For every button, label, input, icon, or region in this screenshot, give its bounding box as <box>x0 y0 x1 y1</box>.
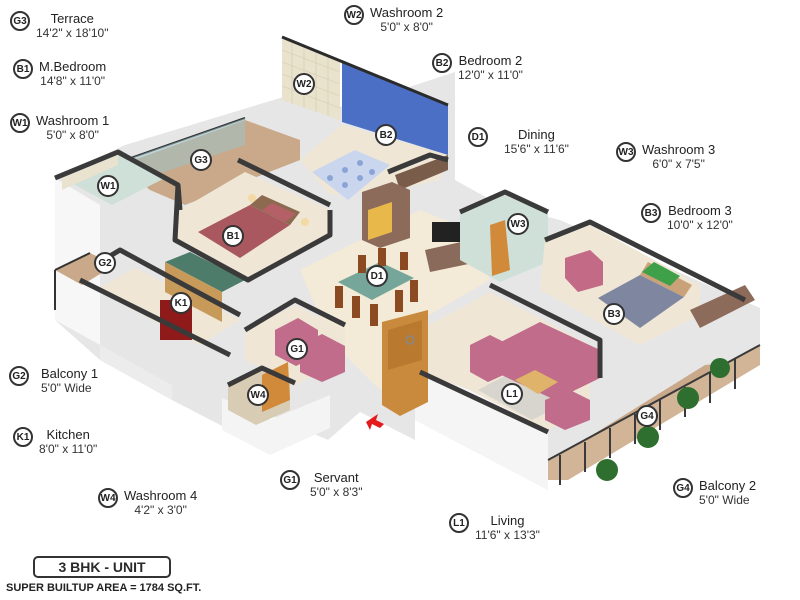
legend-badge: W2 <box>344 5 364 25</box>
legend-badge: B2 <box>432 53 452 73</box>
room-name: Terrace <box>50 11 94 26</box>
room-size: 5'0" x 8'0" <box>46 128 99 142</box>
legend-badge: B1 <box>13 59 33 79</box>
potted-plants <box>596 358 730 481</box>
room-size: 5'0" x 8'0" <box>380 20 433 34</box>
room-name: M.Bedroom <box>39 59 107 74</box>
marker-g3: G3 <box>190 149 212 171</box>
room-name: Balcony 2 <box>699 478 757 493</box>
marker-w4: W4 <box>247 384 269 406</box>
room-size: 6'0" x 7'5" <box>652 157 705 171</box>
room-size: 15'6" x 11'6" <box>504 142 569 156</box>
room-size: 4'2" x 3'0" <box>134 503 187 517</box>
room-size: 14'2" x 18'10" <box>36 26 109 40</box>
room-name: Bedroom 3 <box>668 203 732 218</box>
legend-badge: G1 <box>280 470 300 490</box>
room-size: 5'0" x 8'3" <box>310 485 363 499</box>
legend-badge: W4 <box>98 488 118 508</box>
marker-d1: D1 <box>366 265 388 287</box>
marker-g2: G2 <box>94 252 116 274</box>
legend-badge: G2 <box>9 366 29 386</box>
room-size: 10'0" x 12'0" <box>667 218 733 232</box>
room-name: Servant <box>313 470 359 485</box>
marker-b3: B3 <box>603 303 625 325</box>
marker-l1: L1 <box>501 383 523 405</box>
legend-badge: W1 <box>10 113 30 133</box>
coffee-table <box>515 370 558 394</box>
marker-g4: G4 <box>636 405 658 427</box>
kitchen-counter <box>165 252 245 292</box>
entry-arrow-icon <box>366 414 384 430</box>
room-name: Balcony 1 <box>41 366 99 381</box>
tv <box>432 222 462 242</box>
legend-badge: G4 <box>673 478 693 498</box>
room-name: Bedroom 2 <box>458 53 523 68</box>
marker-b1: B1 <box>222 225 244 247</box>
room-size: 11'6" x 13'3" <box>475 528 540 542</box>
room-size: 12'0" x 11'0" <box>458 68 523 82</box>
legend-badge: K1 <box>13 427 33 447</box>
room-size: 5'0" Wide <box>41 381 92 395</box>
legend-badge: L1 <box>449 513 469 533</box>
bed-b3 <box>598 275 684 328</box>
legend-badge: W3 <box>616 142 636 162</box>
room-name: Washroom 3 <box>642 142 716 157</box>
legend-badge: G3 <box>10 11 30 31</box>
marker-w3: W3 <box>507 213 529 235</box>
room-size: 14'8" x 11'0" <box>40 74 106 88</box>
room-name: Dining <box>518 127 555 142</box>
marker-b2: B2 <box>375 124 397 146</box>
room-size: 8'0" x 11'0" <box>39 442 98 456</box>
room-name: Kitchen <box>46 427 90 442</box>
armchair-b3 <box>565 250 603 292</box>
room-name: Washroom 2 <box>370 5 444 20</box>
room-name: Washroom 1 <box>36 113 110 128</box>
armchair-living <box>470 335 510 382</box>
marker-w2: W2 <box>293 73 315 95</box>
room-size: 5'0" Wide <box>699 493 750 507</box>
super-builtup-area: SUPER BUILTUP AREA = 1784 SQ.FT. <box>6 582 202 594</box>
unit-type-label: 3 BHK - UNIT <box>33 556 171 578</box>
marker-g1: G1 <box>286 338 308 360</box>
marker-k1: K1 <box>170 292 192 314</box>
room-name: Living <box>490 513 525 528</box>
room-name: Washroom 4 <box>124 488 198 503</box>
legend-badge: B3 <box>641 203 661 223</box>
bedroom-2-accent-wall <box>342 60 448 155</box>
bed-b1 <box>198 205 290 258</box>
marker-w1: W1 <box>97 175 119 197</box>
bed-b2 <box>312 150 390 200</box>
legend-badge: D1 <box>468 127 488 147</box>
